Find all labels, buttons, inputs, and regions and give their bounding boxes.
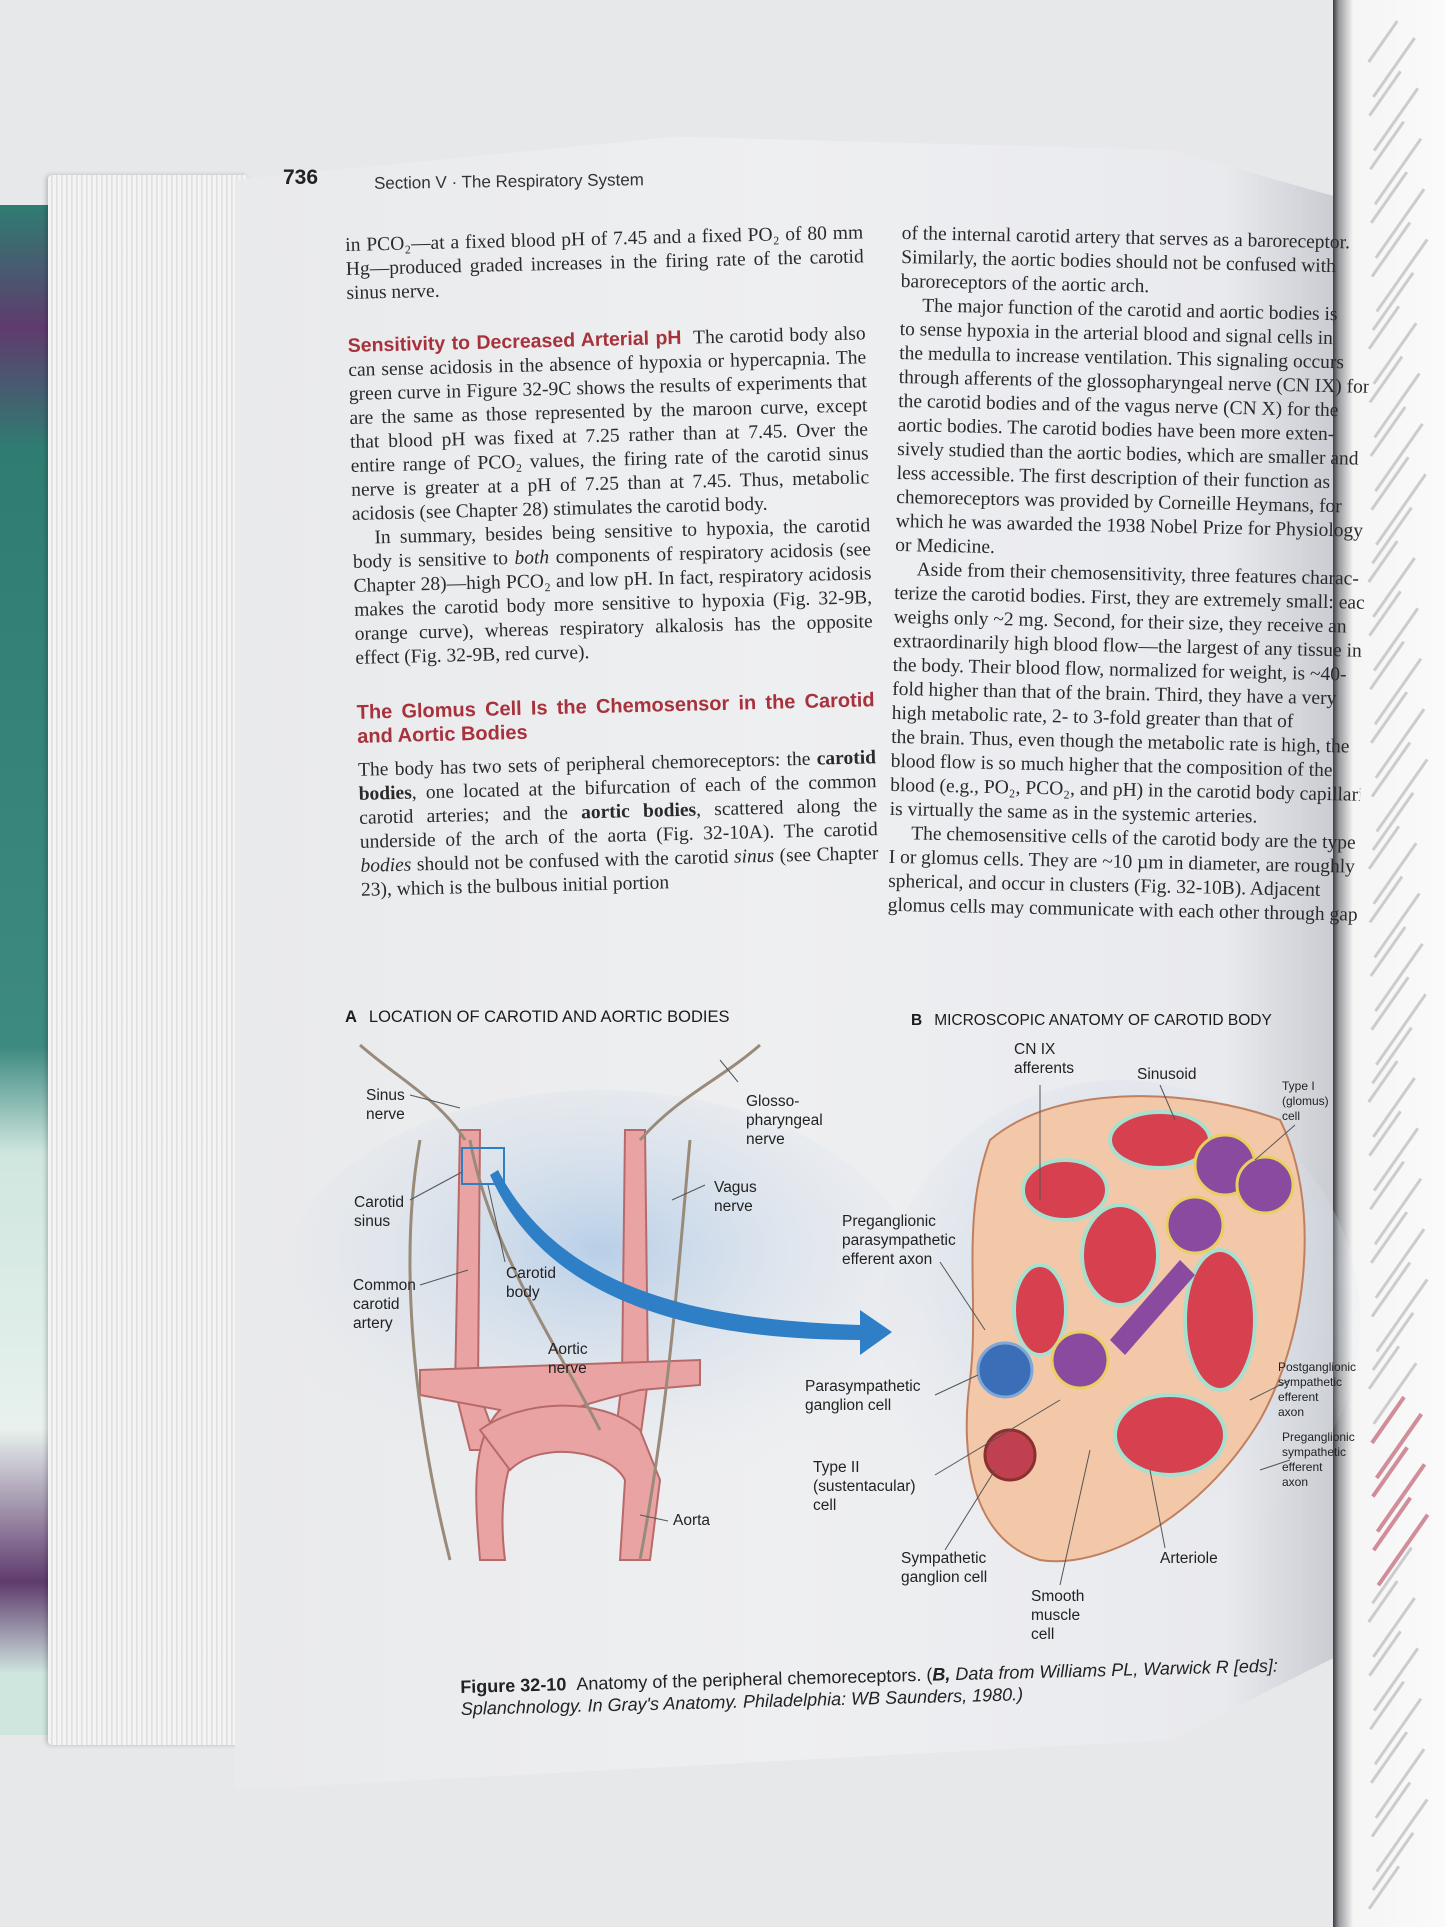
caption-credit-panel: B, [932, 1664, 951, 1685]
text-italic: sinus [733, 845, 775, 868]
panel-letter: B [911, 1012, 923, 1029]
label-sinusoid: Sinusoid [1137, 1066, 1197, 1083]
text-italic: bodies [360, 854, 412, 877]
text: should not be confused with the carotid [411, 846, 735, 876]
label-aortic-nerve: Aortic nerve [548, 1341, 588, 1377]
label-postganglionic-sympathetic-axon: Postganglionic sympathetic efferent axon [1278, 1360, 1357, 1419]
carotid-body-highlight [461, 1147, 505, 1185]
label-common-carotid-artery: Common carotid artery [353, 1277, 416, 1332]
text-italic: both [514, 547, 550, 569]
label-preganglionic-parasympathetic-axon: Preganglionic parasympathetic efferent a… [842, 1213, 956, 1268]
label-smooth-muscle-cell: Smooth muscle cell [1031, 1588, 1085, 1643]
sympathetic-ganglion-cell [983, 1428, 1037, 1482]
paragraph: in PCO₂—at a fixed blood pH of 7.45 and … [345, 222, 864, 304]
leader-lines [409, 1059, 1296, 1586]
paragraph: In summary, besides being sensitive to h… [352, 514, 873, 671]
text-bold: aortic bodies [580, 799, 697, 824]
page-stack [48, 175, 248, 1745]
label-cn-ix-afferents: CN IX afferents [1014, 1041, 1075, 1077]
label-carotid-body: Carotid body [506, 1265, 556, 1301]
right-column: of the internal carotid artery that serv… [887, 222, 1371, 952]
carotid-body-tissue [965, 1095, 1306, 1563]
panel-a-heading: A LOCATION OF CAROTID AND AORTIC BODIES [345, 1008, 730, 1027]
label-sinus-nerve: Sinus nerve [366, 1087, 405, 1123]
label-carotid-sinus: Carotid sinus [354, 1194, 404, 1230]
panel-b-heading: B MICROSCOPIC ANATOMY OF CAROTID BODY [911, 1012, 1272, 1030]
label-glossopharyngeal-nerve: Glosso-pharyngeal nerve [746, 1093, 823, 1148]
label-type-i-cell: Type I (glomus) cell [1282, 1079, 1329, 1123]
label-aorta: Aorta [673, 1512, 711, 1529]
left-column: in PCO₂—at a fixed blood pH of 7.45 and … [345, 221, 879, 902]
label-vagus-nerve: Vagus nerve [714, 1179, 757, 1215]
caption-label: Figure 32-10 [460, 1674, 567, 1697]
magnification-arrow-icon [490, 1170, 892, 1355]
label-sympathetic-ganglion-cell: Sympathetic ganglion cell [901, 1550, 988, 1586]
carotid-arteries [419, 1129, 701, 1561]
label-parasympathetic-ganglion-cell: Parasympathetic ganglion cell [805, 1378, 921, 1414]
panel-letter: A [345, 1008, 357, 1026]
section-heading: The Glomus Cell Is the Chemosensor in th… [356, 689, 875, 748]
paragraph: Sensitivity to Decreased Arterial pH The… [347, 321, 870, 527]
label-preganglionic-sympathetic-axon: Preganglionic sympathetic efferent axon [1282, 1430, 1355, 1489]
label-type-ii-cell: Type II (sustentacular) cell [813, 1459, 916, 1514]
panel-title: LOCATION OF CAROTID AND AORTIC BODIES [368, 1008, 730, 1026]
nerves [359, 1043, 761, 1561]
parasympathetic-ganglion-cell [976, 1341, 1034, 1399]
running-head: Section V · The Respiratory System [373, 170, 645, 193]
label-arteriole: Arteriole [1160, 1550, 1218, 1567]
paragraph: The body has two sets of peripheral chem… [358, 746, 879, 903]
panel-title: MICROSCOPIC ANATOMY OF CAROTID BODY [934, 1012, 1272, 1029]
arteriole [1113, 1393, 1227, 1477]
page-number: 736 [283, 166, 319, 189]
